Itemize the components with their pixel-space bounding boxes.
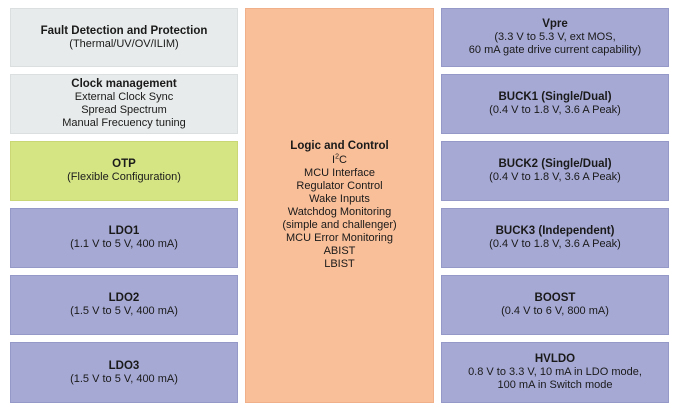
vpre-block: Vpre (3.3 V to 5.3 V, ext MOS, 60 mA gat… (441, 8, 669, 67)
block-line: (1.5 V to 5 V, 400 mA) (70, 305, 178, 317)
block-title: BUCK3 (Independent) (495, 225, 615, 237)
block-line: LBIST (324, 258, 355, 270)
block-title: Clock management (71, 78, 177, 90)
block-line: (0.4 V to 6 V, 800 mA) (501, 305, 609, 317)
block-line: MCU Error Monitoring (286, 232, 393, 244)
block-title: LDO3 (108, 359, 140, 372)
buck3-block: BUCK3 (Independent) (0.4 V to 1.8 V, 3.6… (441, 208, 669, 268)
block-line: Regulator Control (296, 180, 383, 192)
block-line: (Thermal/UV/OV/ILIM) (69, 37, 179, 50)
block-title: BUCK2 (Single/Dual) (498, 158, 612, 170)
block-line: External Clock Sync (74, 91, 174, 103)
block-line: (0.4 V to 1.8 V, 3.6 A Peak) (489, 104, 621, 116)
block-title: Logic and Control (290, 140, 389, 152)
i2c-line: I2C (332, 153, 347, 167)
i2c-end: C (339, 154, 347, 166)
block-line: (1.1 V to 5 V, 400 mA) (70, 238, 178, 250)
block-title: OTP (112, 158, 136, 170)
block-line: 60 mA gate drive current capability) (468, 44, 642, 56)
block-title: Fault Detection and Protection (40, 24, 208, 37)
fault-detection-block: Fault Detection and Protection (Thermal/… (10, 8, 238, 67)
boost-block: BOOST (0.4 V to 6 V, 800 mA) (441, 275, 669, 335)
block-title: Vpre (542, 18, 568, 30)
clock-management-block: Clock management External Clock Sync Spr… (10, 74, 238, 134)
block-line: ABIST (323, 245, 356, 257)
buck2-block: BUCK2 (Single/Dual) (0.4 V to 1.8 V, 3.6… (441, 141, 669, 201)
i2c-superscript: 2 (335, 153, 339, 161)
block-line: Wake Inputs (309, 193, 370, 205)
block-line: Spread Spectrum (81, 104, 167, 116)
block-line: (Flexible Configuration) (67, 171, 181, 183)
block-title: LDO2 (108, 292, 140, 304)
block-title: BUCK1 (Single/Dual) (498, 91, 612, 103)
block-line: MCU Interface (304, 167, 375, 179)
block-line: Watchdog Monitoring (287, 206, 392, 218)
otp-block: OTP (Flexible Configuration) (10, 141, 238, 201)
block-line: (1.5 V to 5 V, 400 mA) (70, 372, 178, 385)
block-line: (0.4 V to 1.8 V, 3.6 A Peak) (489, 171, 621, 183)
i2c-base: I (332, 154, 336, 166)
ldo1-block: LDO1 (1.1 V to 5 V, 400 mA) (10, 208, 238, 268)
block-title: HVLDO (534, 353, 576, 365)
ldo2-block: LDO2 (1.5 V to 5 V, 400 mA) (10, 275, 238, 335)
buck1-block: BUCK1 (Single/Dual) (0.4 V to 1.8 V, 3.6… (441, 74, 669, 134)
block-title: LDO1 (108, 225, 140, 237)
hvldo-block: HVLDO 0.8 V to 3.3 V, 10 mA in LDO mode,… (441, 342, 669, 403)
block-line: Manual Frecuency tuning (62, 117, 186, 129)
block-line: (0.4 V to 1.8 V, 3.6 A Peak) (489, 238, 621, 250)
block-line: (simple and challenger) (282, 219, 397, 231)
block-line: (3.3 V to 5.3 V, ext MOS, (494, 31, 616, 43)
ldo3-block: LDO3 (1.5 V to 5 V, 400 mA) (10, 342, 238, 403)
block-line: 100 mA in Switch mode (497, 379, 613, 391)
block-line: 0.8 V to 3.3 V, 10 mA in LDO mode, (468, 366, 642, 378)
block-title: BOOST (534, 292, 576, 304)
logic-and-control-block: Logic and Control I2C MCU Interface Regu… (245, 8, 434, 403)
